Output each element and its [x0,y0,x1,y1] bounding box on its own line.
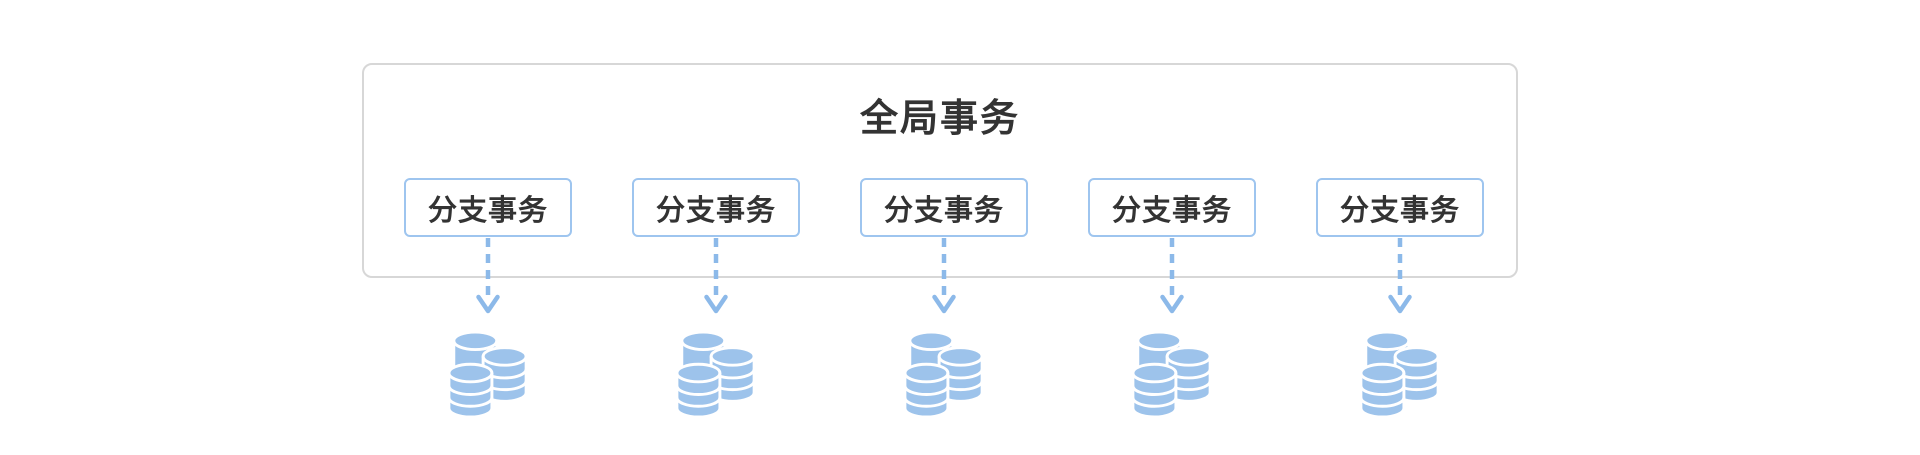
database-cluster-icon [1359,330,1440,419]
branch-transaction-box: 分支事务 [860,178,1028,237]
branch-column-5: 分支事务 [1290,178,1510,420]
branch-transaction-box: 分支事务 [1088,178,1256,237]
branch-transaction-box: 分支事务 [632,178,800,237]
dashed-arrow-down-icon [476,238,500,314]
dashed-arrow-down-icon [932,238,956,314]
branch-transaction-box: 分支事务 [404,178,572,237]
branch-column-4: 分支事务 [1062,178,1282,420]
database-cluster-icon [903,330,984,419]
branch-transaction-label: 分支事务 [1339,194,1460,227]
global-transaction-box: 全局事务 [362,63,1518,278]
branch-transaction-label: 分支事务 [427,194,548,227]
dashed-arrow-down-icon [1160,238,1184,314]
global-transaction-title: 全局事务 [859,98,1020,140]
database-cluster-icon [447,330,528,419]
branch-transaction-label: 分支事务 [1111,194,1232,227]
dashed-arrow-down-icon [704,238,728,314]
branch-transaction-label: 分支事务 [655,194,776,227]
branch-transaction-label: 分支事务 [883,194,1004,227]
branch-column-3: 分支事务 [834,178,1054,420]
database-cluster-icon [675,330,756,419]
branch-transaction-box: 分支事务 [1316,178,1484,237]
branch-column-2: 分支事务 [606,178,826,420]
branch-column-1: 分支事务 [378,178,598,420]
database-cluster-icon [1131,330,1212,419]
dashed-arrow-down-icon [1388,238,1412,314]
